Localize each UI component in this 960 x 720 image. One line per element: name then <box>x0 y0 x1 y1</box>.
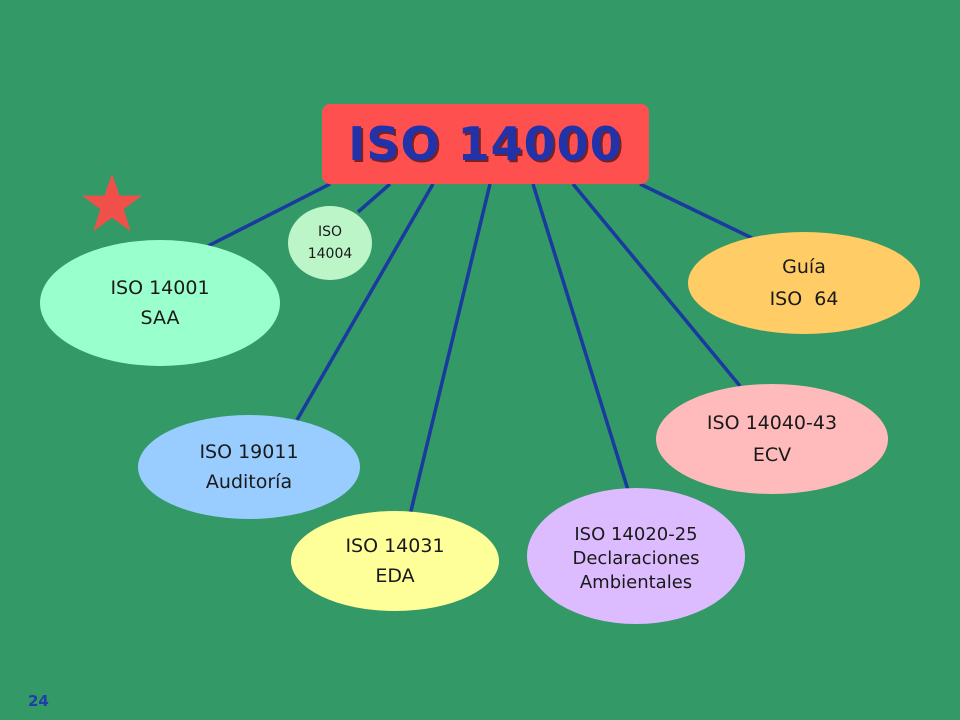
node-line: 14004 <box>307 246 353 262</box>
node-line: EDA <box>375 565 415 587</box>
node-line: Declaraciones <box>572 548 700 569</box>
page-number: 24 <box>28 692 49 710</box>
node-line: ISO 64 <box>769 288 839 310</box>
connector-iso19011 <box>295 183 435 421</box>
node-line: Ambientales <box>579 572 693 593</box>
connector-iso14040 <box>571 182 742 388</box>
node-iso-14004: ISO 14004 <box>288 206 372 280</box>
node-line: SAA <box>140 307 180 329</box>
node-iso-14031: ISO 14031 EDA <box>291 511 499 611</box>
node-line: ISO 19011 <box>199 441 299 463</box>
node-iso-14020-25: ISO 14020-25 Declaraciones Ambientales <box>527 488 745 624</box>
connector-iso14004 <box>356 182 392 214</box>
node-guia-iso-64: Guía ISO 64 <box>688 232 920 334</box>
node-line: ECV <box>752 444 792 466</box>
node-iso-19011: ISO 19011 Auditoría <box>138 415 360 519</box>
connector-guia64 <box>639 182 753 240</box>
root-node: ISO 14000 <box>322 104 649 184</box>
node-line: ISO 14001 <box>110 277 210 299</box>
node-line: ISO 14031 <box>345 535 445 557</box>
node-line: Guía <box>782 256 826 278</box>
node-iso-14001: ISO 14001 SAA <box>40 240 280 366</box>
node-line: ISO <box>317 224 343 240</box>
connector-iso14020 <box>531 183 630 491</box>
node-iso-14040-43: ISO 14040-43 ECV <box>656 384 888 494</box>
star-icon <box>82 174 142 231</box>
node-line: ISO 14020-25 <box>574 524 698 545</box>
connector-iso14001 <box>207 182 331 248</box>
connector-iso14031 <box>408 183 492 516</box>
node-line: Auditoría <box>205 471 293 493</box>
node-line: ISO 14040-43 <box>706 412 838 434</box>
root-title: ISO 14000 <box>348 117 623 171</box>
